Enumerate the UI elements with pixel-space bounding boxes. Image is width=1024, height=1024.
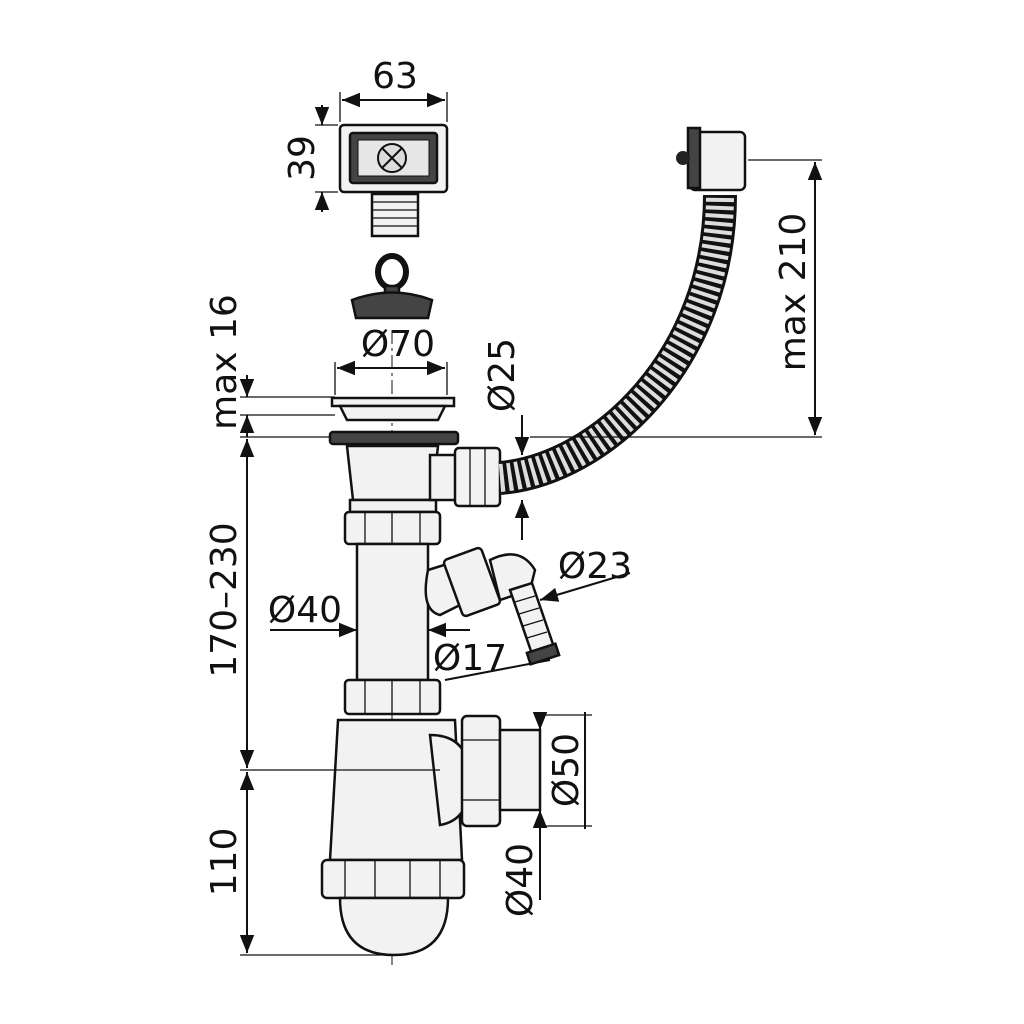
dim-63: 63: [339, 56, 448, 122]
dim-label-hose-length: max 210: [773, 213, 814, 372]
dim-max210: max 210: [530, 159, 823, 438]
dim-17: Ø17: [433, 638, 551, 681]
dim-label-trap-height: 110: [204, 828, 245, 897]
dim-label-overflow-width: 63: [372, 56, 418, 97]
dim-50: Ø50: [540, 712, 592, 829]
dim-label-outlet-large: Ø50: [546, 733, 587, 807]
plug: [350, 253, 434, 320]
dim-70: Ø70: [334, 324, 448, 395]
dim-label-plug-max: max 16: [204, 294, 245, 430]
dim-label-hose-diameter: Ø25: [482, 338, 523, 412]
dim-39: 39: [282, 105, 338, 212]
dim-label-nozzle-inner: Ø17: [433, 638, 507, 679]
dim-label-strainer: Ø70: [361, 324, 435, 365]
dim-label-pipe-diameter: Ø40: [268, 590, 342, 631]
dim-170-230: 170–230: [204, 436, 440, 771]
dim-23: Ø23: [539, 546, 632, 602]
dim-25: Ø25: [482, 338, 530, 540]
overflow-hose: [498, 126, 747, 495]
dim-label-overflow-height: 39: [282, 135, 323, 181]
dim-label-outlet-small: Ø40: [500, 843, 541, 917]
dim-max16: max 16: [204, 294, 335, 437]
bottle-trap: [320, 714, 542, 957]
dim-label-height-adjust: 170–230: [204, 522, 245, 677]
dim-110: 110: [204, 772, 394, 956]
overflow-head: [338, 123, 449, 238]
dim-pipe-40: Ø40: [268, 590, 470, 638]
strainer-body: [328, 396, 502, 514]
side-nozzle: [424, 546, 561, 666]
vertical-pipe: [343, 510, 442, 716]
dim-label-nozzle-outer: Ø23: [558, 546, 632, 587]
dim-outlet-40: Ø40: [500, 712, 548, 917]
